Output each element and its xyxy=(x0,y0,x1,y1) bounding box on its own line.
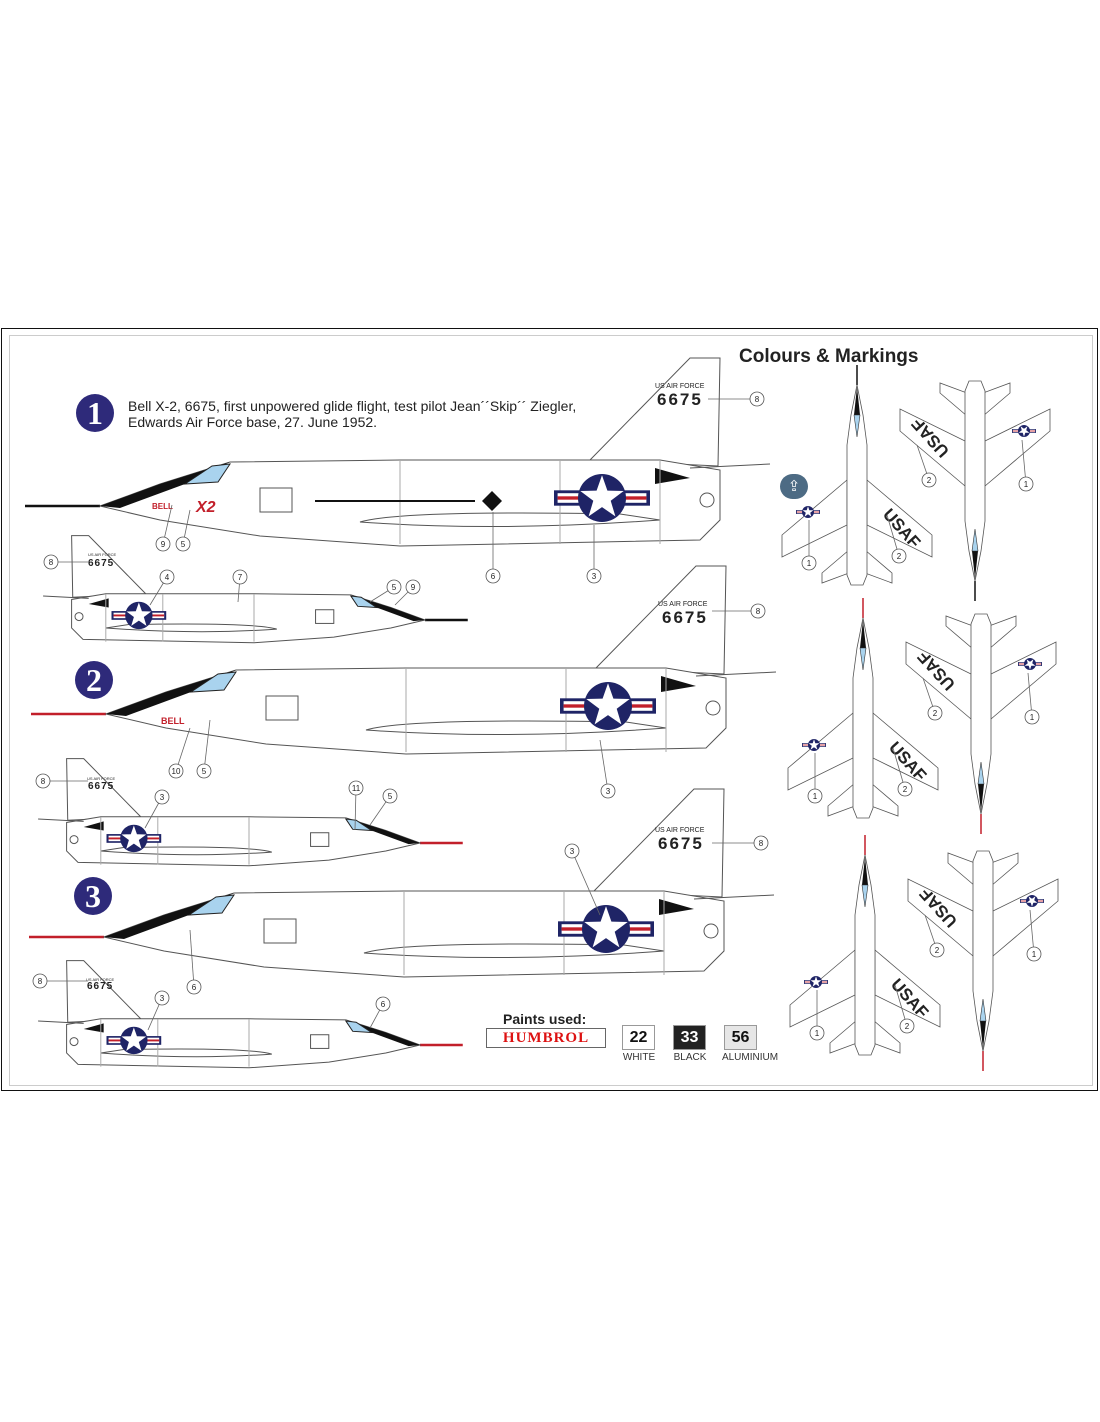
scheme-badge-1: 1 xyxy=(76,394,114,432)
scheme-1-description: Bell X-2, 6675, first unpowered glide fl… xyxy=(128,398,576,430)
scheme-badge-3: 3 xyxy=(74,877,112,915)
paint-name-aluminium: ALUMINIUM xyxy=(721,1052,779,1063)
sheet-title: Colours & Markings xyxy=(739,346,919,367)
paint-name-black: BLACK xyxy=(673,1052,707,1063)
scheme-badge-2: 2 xyxy=(75,661,113,699)
paint-chip-aluminium: 56 xyxy=(724,1025,757,1050)
paint-chip-black: 33 xyxy=(673,1025,706,1050)
sheet-inner-border xyxy=(9,335,1093,1086)
description-line-1: Bell X-2, 6675, first unpowered glide fl… xyxy=(128,398,577,414)
upload-icon[interactable]: ⇪ xyxy=(780,474,808,499)
paint-name-white: WHITE xyxy=(622,1052,656,1063)
markings-sheet xyxy=(1,328,1098,1091)
paints-used-label: Paints used: xyxy=(503,1011,587,1027)
description-line-2: Edwards Air Force base, 27. June 1952. xyxy=(128,414,378,430)
humbrol-logo: HUMBROL xyxy=(486,1028,606,1048)
paint-chip-white: 22 xyxy=(622,1025,655,1050)
